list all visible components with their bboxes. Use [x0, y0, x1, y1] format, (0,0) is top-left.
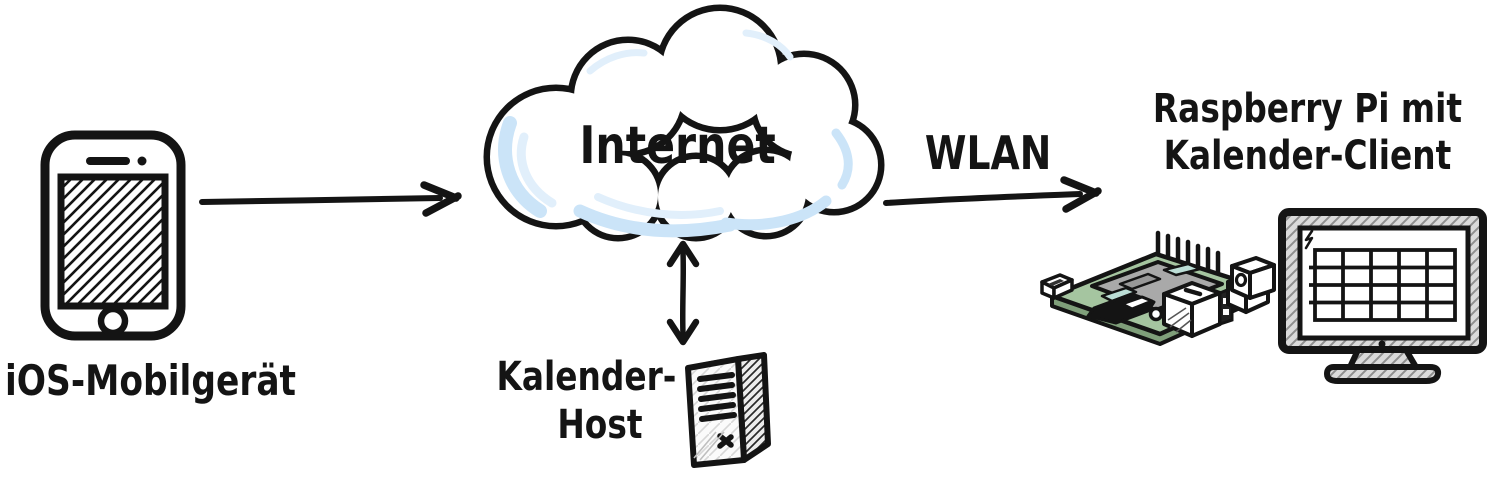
wlan-label-text: WLAN	[924, 126, 1052, 180]
mobile-label: iOS-Mobilgerät	[0, 350, 300, 410]
client-label: Raspberry Pi mit Kalender-Client	[1122, 78, 1492, 188]
mobile-label-text: iOS-Mobilgerät	[4, 355, 296, 405]
client-label-line1: Raspberry Pi mit	[1152, 85, 1462, 132]
pi-left-port	[1040, 273, 1074, 300]
pi-mounting-hole	[1148, 306, 1164, 322]
pi-ethernet-port	[1230, 256, 1276, 300]
phone-screen	[57, 173, 169, 310]
host-label-line1: Kalender-	[470, 352, 676, 402]
phone-home-button	[97, 305, 129, 337]
client-label-line2: Kalender-Client	[1163, 133, 1451, 179]
monitor-icon	[1278, 208, 1487, 384]
monitor-stand-base	[1324, 364, 1442, 384]
calendar-grid	[1309, 248, 1457, 322]
raspberry-pi-icon	[1040, 230, 1276, 346]
pi-usb-port-front	[1162, 281, 1222, 338]
server-vents	[697, 372, 737, 422]
host-label-line2-text: Host	[557, 402, 643, 448]
server-front-scratches	[693, 431, 725, 461]
arrow-internet-host-bidirectional	[666, 240, 700, 346]
monitor-power-dot	[1378, 340, 1386, 348]
pi-module	[1120, 295, 1154, 311]
phone-camera-dot	[137, 156, 147, 166]
host-label-line2: Host	[520, 400, 680, 450]
arrow-mobile-to-internet	[199, 181, 462, 217]
smartphone-icon	[40, 130, 186, 341]
internet-label-text: Internet	[579, 116, 777, 176]
cloud-shading	[498, 29, 853, 238]
screen-scribble	[1304, 229, 1314, 250]
server-x-mark	[717, 433, 734, 449]
server-icon	[685, 352, 771, 468]
pi-gpio-pins	[1155, 230, 1221, 276]
pi-small-chips	[1100, 262, 1202, 303]
wlan-label: WLAN	[898, 126, 1078, 180]
host-label-line1-text: Kalender-	[496, 354, 676, 400]
internet-label: Internet	[468, 112, 888, 180]
internet-cloud-icon	[483, 4, 885, 242]
arrow-internet-to-client	[883, 176, 1102, 213]
